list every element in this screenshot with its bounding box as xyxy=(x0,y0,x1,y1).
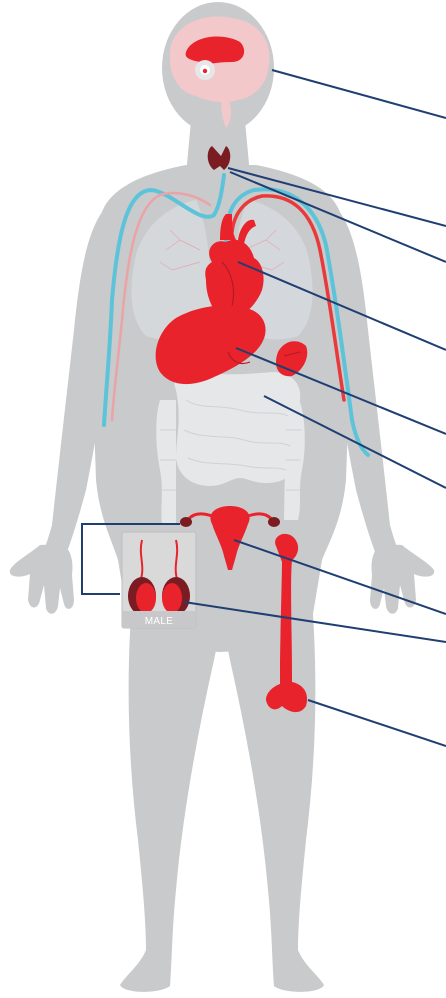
leader-line-bone xyxy=(308,700,446,746)
body-silhouette xyxy=(10,2,434,992)
male-label: MALE xyxy=(145,616,173,627)
leader-line-brain xyxy=(272,70,446,118)
male-inset: MALE xyxy=(122,532,196,628)
